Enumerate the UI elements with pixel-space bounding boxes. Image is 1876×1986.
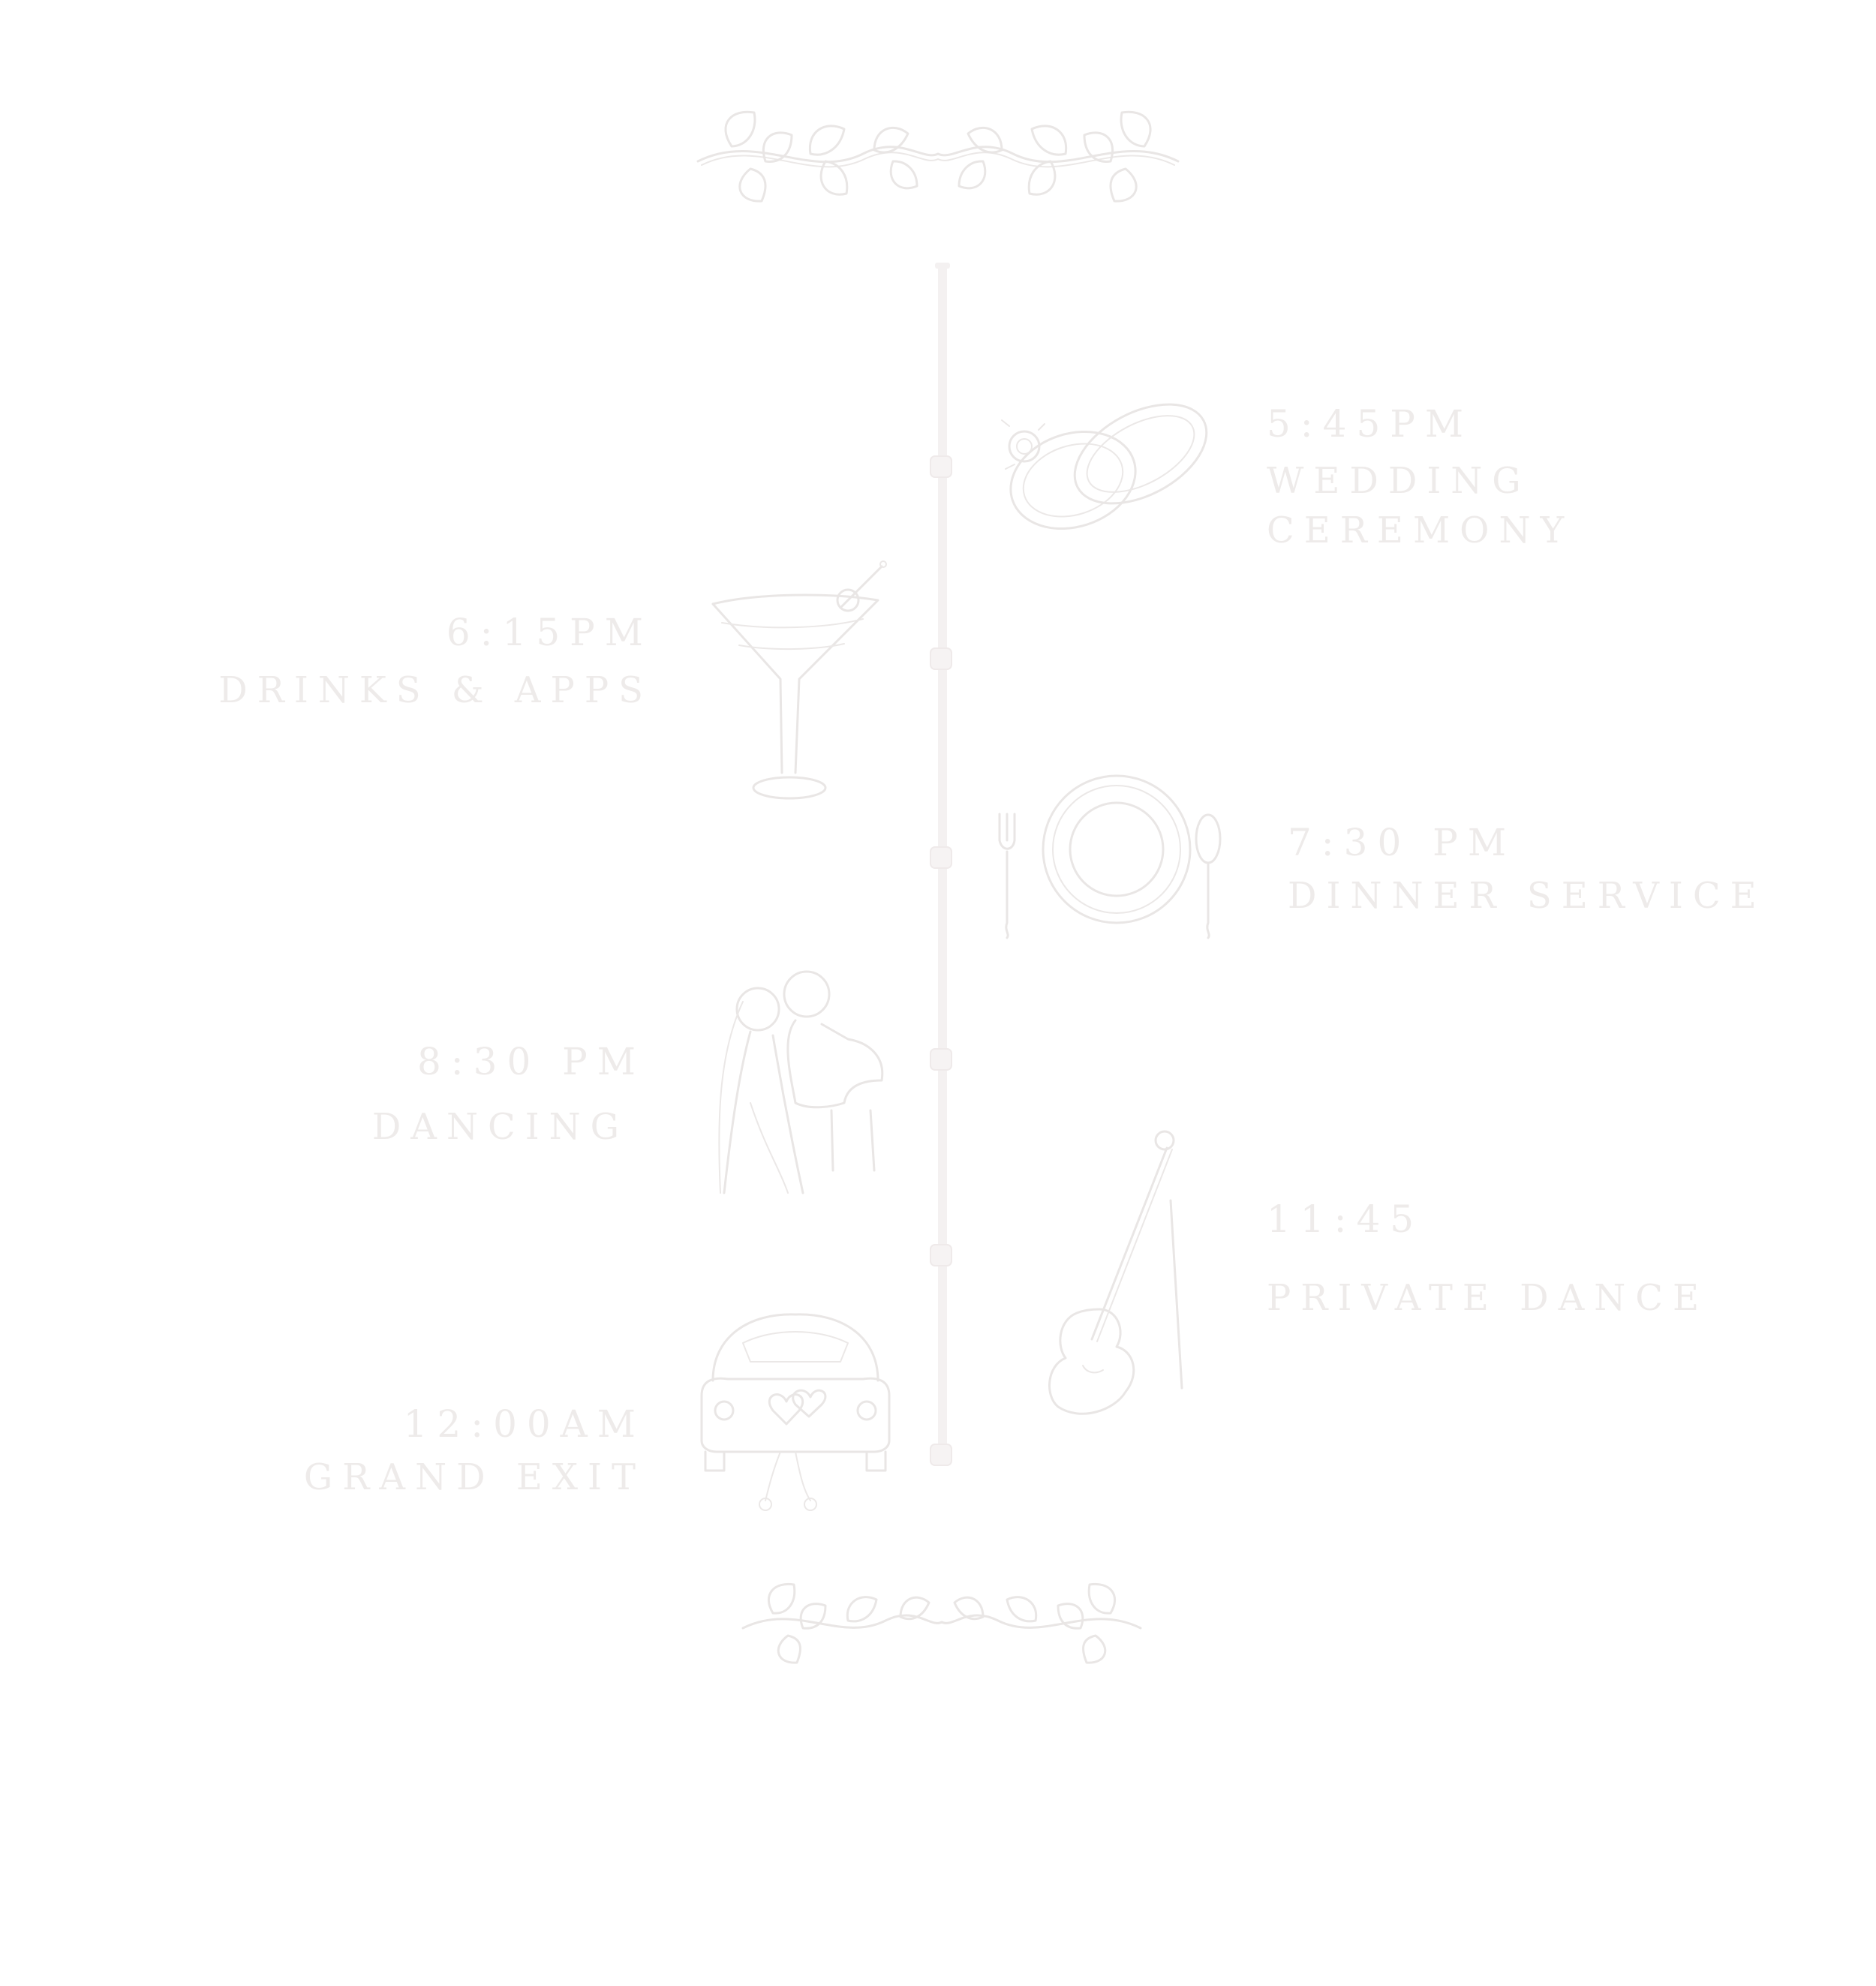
event-title: DINNER SERVICE	[1288, 875, 1766, 917]
getaway-car-icon	[700, 1313, 891, 1511]
timeline-node	[930, 1244, 952, 1266]
event-wedding-ceremony: 5:45PM WEDDING CEREMONY	[1267, 402, 1574, 555]
dancing-couple-icon	[718, 970, 884, 1194]
timeline-node	[930, 846, 952, 869]
event-time: 8:30 PM	[416, 1040, 645, 1083]
laurel-vine-top-icon	[696, 110, 1180, 203]
martini-glass-icon	[711, 560, 887, 800]
event-title: PRIVATE DANCE	[1267, 1277, 1709, 1319]
event-title: DRINKS & APPS	[218, 669, 653, 711]
event-title: DANCING	[371, 1106, 629, 1148]
event-grand-exit: 12:00AM GRAND EXIT	[304, 1405, 645, 1495]
timeline-node	[930, 1444, 952, 1466]
event-dancing: 8:30 PM DANCING	[372, 1043, 645, 1145]
place-setting-icon	[998, 774, 1222, 939]
event-time: 5:45PM	[1267, 402, 1474, 446]
event-title: WEDDING CEREMONY	[1267, 460, 1574, 551]
timeline-node	[930, 647, 952, 670]
event-private-dance: 11:45 PRIVATE DANCE	[1267, 1200, 1709, 1316]
timeline-rail	[930, 263, 952, 1466]
event-title: GRAND EXIT	[303, 1456, 645, 1498]
timeline-node	[930, 1048, 952, 1071]
timeline-node	[930, 455, 952, 478]
event-dinner-service: 7:30 PM DINNER SERVICE	[1288, 824, 1766, 914]
event-time: 7:30 PM	[1288, 821, 1517, 864]
event-drinks-apps: 6:15PM DRINKS & APPS	[218, 614, 653, 708]
event-time: 6:15PM	[446, 611, 653, 654]
event-time: 12:00AM	[403, 1402, 645, 1446]
laurel-vine-bottom-icon	[741, 1582, 1142, 1664]
wedding-rings-icon	[1001, 403, 1208, 530]
event-time: 11:45	[1267, 1197, 1424, 1241]
violin-icon	[1048, 1130, 1183, 1415]
